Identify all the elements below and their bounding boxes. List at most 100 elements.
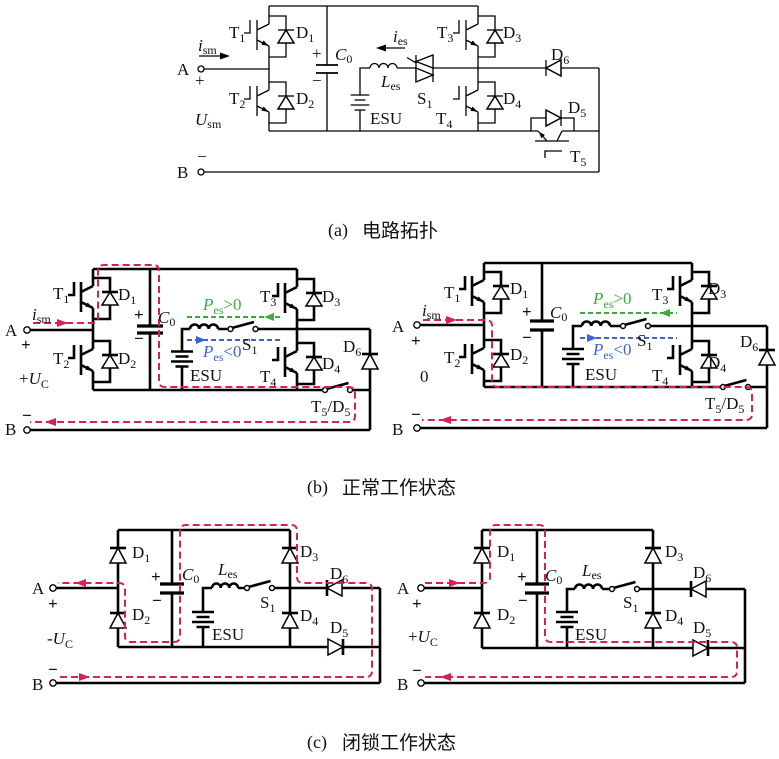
diode-D1 xyxy=(109,547,127,564)
label-letter: C xyxy=(158,308,170,327)
arrowhead-right xyxy=(57,319,68,327)
label-D2: D2 xyxy=(118,349,136,371)
label-subscript: 1 xyxy=(509,550,515,564)
label-capacitor-minus: − xyxy=(152,591,162,610)
label-terminal-A: A xyxy=(32,579,45,598)
label-letter: S xyxy=(417,89,426,108)
switch-S1 xyxy=(227,321,259,333)
label-subscript: es xyxy=(213,350,223,364)
label-letter: U xyxy=(418,627,432,646)
label-subscript: 3 xyxy=(334,295,340,309)
diode-D2 xyxy=(109,612,127,629)
label-subscript: 1 xyxy=(454,291,460,305)
label-letter: S xyxy=(242,335,251,354)
label-terminal-B: B xyxy=(177,163,188,182)
label-D6: D6 xyxy=(330,564,348,586)
label-subscript: 5 xyxy=(715,402,721,416)
label-D6: D6 xyxy=(693,563,711,585)
label-minus: − xyxy=(411,405,421,424)
label-plus: + xyxy=(48,594,58,613)
label-subscript: 4 xyxy=(677,614,683,628)
label-letter: P xyxy=(202,342,213,361)
label-D1: D1 xyxy=(132,543,150,565)
label-terminal-A: A xyxy=(397,579,410,598)
label-subscript: 1 xyxy=(144,551,150,565)
label-separator: / xyxy=(721,394,726,413)
label-letter: T xyxy=(53,349,64,368)
arrowhead-right xyxy=(449,579,460,587)
current-arrow-ism xyxy=(199,52,230,60)
label-subscript: 3 xyxy=(515,31,521,45)
label-ESU: ESU xyxy=(212,625,244,644)
label-subscript: 0 xyxy=(193,572,199,586)
label-letter: D xyxy=(497,605,509,624)
label-subscript: 5 xyxy=(342,626,348,640)
caption-c-title: 闭锁工作状态 xyxy=(342,732,456,754)
label-subscript: 0 xyxy=(561,310,567,324)
label-T2: T2 xyxy=(444,348,460,370)
label-sign: + xyxy=(19,369,29,388)
label-subscript: 3 xyxy=(270,295,276,309)
label-C0: C0 xyxy=(158,308,175,329)
label-letter: P xyxy=(592,340,603,359)
label-D6: D6 xyxy=(551,45,569,67)
label-letter: D xyxy=(132,605,144,624)
label-subscript: 2 xyxy=(509,613,515,627)
label-D2: D2 xyxy=(510,345,528,367)
capacitor-C0 xyxy=(316,64,338,74)
label-terminal-A: A xyxy=(177,60,190,79)
label-letter: T xyxy=(652,285,663,304)
label-subscript: 1 xyxy=(269,601,275,615)
label-letter: S xyxy=(623,593,632,612)
arrowhead-left xyxy=(45,418,56,426)
label-subscript: 2 xyxy=(454,356,460,370)
label-D4: D4 xyxy=(503,89,521,111)
caption-b-label: (b) xyxy=(307,477,328,498)
current-arrow-ies xyxy=(376,44,405,52)
label-D4: D4 xyxy=(322,354,340,376)
label-C0: C0 xyxy=(182,565,199,586)
label-T5-D5: T5/D5 xyxy=(311,397,350,419)
label-D2: D2 xyxy=(132,605,150,627)
inductor-Les xyxy=(189,323,219,330)
label-subscript: 2 xyxy=(144,613,150,627)
arrowhead-right xyxy=(446,316,457,324)
terminal-B xyxy=(197,168,205,176)
label-subscript: 3 xyxy=(677,550,683,564)
label-S1: S1 xyxy=(623,593,638,615)
label-subscript: 1 xyxy=(426,97,432,111)
label-letter: L xyxy=(217,560,227,579)
label-subscript: 0 xyxy=(556,573,562,587)
terminal-A xyxy=(49,584,57,592)
label-letter: T xyxy=(229,89,240,108)
label-letter: T xyxy=(437,23,448,42)
label-S1: S1 xyxy=(260,593,275,615)
label-D2: D2 xyxy=(296,89,314,111)
caption-a-label: (a) xyxy=(328,220,348,241)
label-S1: S1 xyxy=(637,331,652,353)
caption-c-label: (c) xyxy=(307,732,327,753)
label-T3: T3 xyxy=(437,23,453,45)
label-Les: Les xyxy=(217,560,238,581)
label-capacitor-minus: − xyxy=(518,591,528,610)
label-letter: T xyxy=(570,147,581,166)
label-letter: L xyxy=(581,561,591,580)
label-letter: S xyxy=(260,593,269,612)
capacitor-C0 xyxy=(160,582,184,595)
label-T2: T2 xyxy=(53,349,69,371)
label-letter: T xyxy=(705,394,716,413)
label-subscript: 1 xyxy=(130,293,136,307)
label-submodule-voltage: +UC xyxy=(19,369,49,391)
label-subscript: 2 xyxy=(308,97,314,111)
bidirectional-thyristor-S1 xyxy=(406,54,435,83)
label-letter: C xyxy=(545,566,557,585)
label-T3: T3 xyxy=(260,287,276,309)
label-minus: − xyxy=(412,661,422,680)
label-subscript: 3 xyxy=(720,287,726,301)
panel-b-right-normal-zero: A + B − T1 D1 T2 D2 ism 0 + − C0 T3 D3 P… xyxy=(307,261,776,499)
label-subscript: es xyxy=(213,303,223,317)
label-subscript: 4 xyxy=(720,361,726,375)
label-capacitor-plus: + xyxy=(151,567,161,586)
label-ism: ism xyxy=(422,301,441,322)
